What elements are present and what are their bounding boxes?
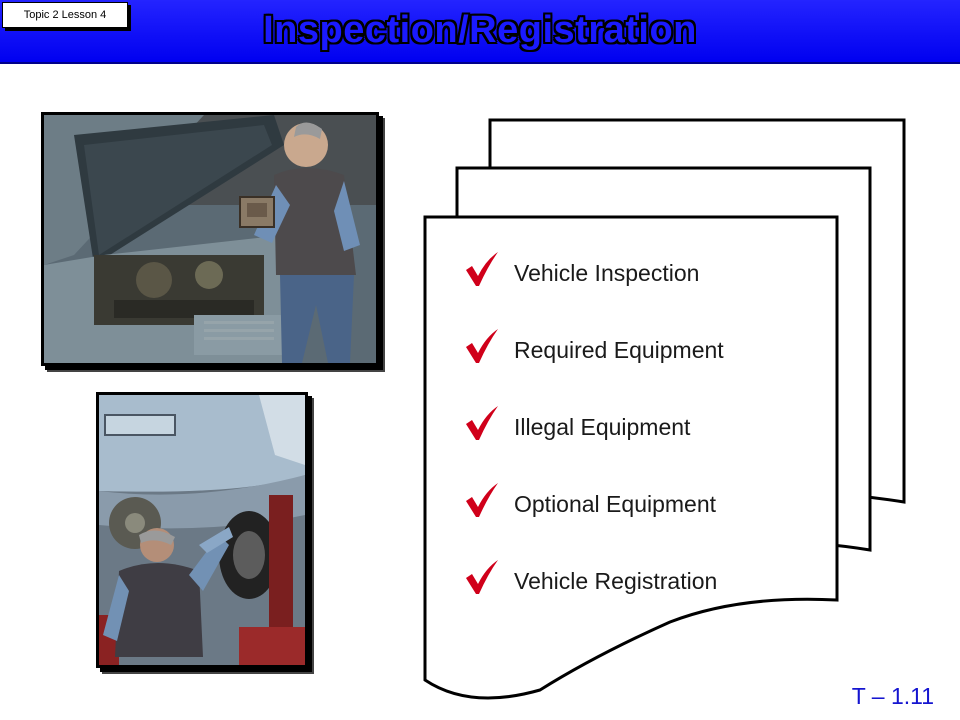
photo-engine-inspection bbox=[41, 112, 379, 366]
checklist-item: Vehicle Inspection bbox=[462, 238, 822, 315]
checklist-item-label: Vehicle Inspection bbox=[514, 260, 700, 286]
checkmark-icon bbox=[462, 327, 502, 367]
header-bar: Topic 2 Lesson 4 Inspection/Registration bbox=[0, 0, 960, 64]
checklist-item-label: Optional Equipment bbox=[514, 491, 717, 517]
checklist-item: Vehicle Registration bbox=[462, 546, 822, 623]
checkmark-icon bbox=[462, 250, 502, 290]
slide-title: Inspection/Registration bbox=[263, 9, 697, 51]
photo-undercarriage-inspection bbox=[96, 392, 308, 668]
checkmark-icon bbox=[462, 404, 502, 444]
checkmark-icon bbox=[462, 558, 502, 598]
checkmark-icon bbox=[462, 481, 502, 521]
checklist-item: Optional Equipment bbox=[462, 469, 822, 546]
topic-checklist: Vehicle Inspection Required Equipment Il… bbox=[462, 238, 822, 623]
document-front-sheet bbox=[423, 215, 839, 700]
checklist-item-label: Required Equipment bbox=[514, 337, 724, 363]
slide-number: T – 1.11 bbox=[851, 683, 934, 709]
lesson-tag: Topic 2 Lesson 4 bbox=[2, 2, 128, 28]
checklist-item-label: Vehicle Registration bbox=[514, 568, 718, 594]
checklist-item-label: Illegal Equipment bbox=[514, 414, 691, 440]
checklist-item: Required Equipment bbox=[462, 315, 822, 392]
checklist-item: Illegal Equipment bbox=[462, 392, 822, 469]
